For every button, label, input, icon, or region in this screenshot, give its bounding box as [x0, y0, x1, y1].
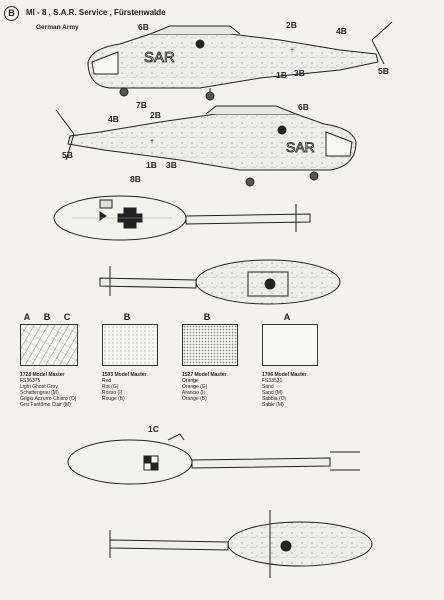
callout-2b: 2B [286, 20, 297, 30]
paint-line: Sable (M) [262, 402, 284, 408]
swatch-sand [262, 324, 318, 366]
callout-5b: 5B [378, 66, 389, 76]
paint-line: FS36375 [20, 378, 41, 384]
paint-heading: 1503 Model Master [102, 372, 147, 378]
swatch-red [102, 324, 158, 366]
top-view-2 [67, 433, 360, 485]
swatch-header-c: C [63, 312, 71, 322]
callout-5b-2: 5B [62, 150, 73, 160]
swatch-header-b-2: B [123, 312, 131, 322]
swatch-orange [182, 324, 238, 366]
callout-1b: 1B [276, 70, 287, 80]
paint-heading: 1706 Model Master [262, 372, 307, 378]
paint-line: Rouge (B) [102, 396, 125, 402]
swatch-header-a: A [23, 312, 31, 322]
swatch-header-a-2: A [283, 312, 291, 322]
callout-3b-2: 3B [166, 160, 177, 170]
paint-line: Sand (M) [262, 390, 283, 396]
paint-legend-4: 1706 Model Master FS33531 Sand Sand (M) … [262, 372, 306, 408]
swatch-camo [20, 324, 78, 366]
paint-line: Red [102, 378, 112, 384]
side-view-left: + [87, 21, 393, 101]
page-title: MI - 8 , S.A.R. Service , Fürstenwalde [26, 8, 166, 17]
swatch-header-b-3: B [203, 312, 211, 322]
paint-line: Orange (B) [182, 396, 207, 402]
paint-line: Grigio Azzurro Chiaro (O) [20, 396, 77, 402]
callout-7b: 7B [136, 100, 147, 110]
paint-line: Orange (G) [182, 384, 208, 390]
sar-marking-2: SAR [286, 139, 315, 155]
paint-line: Sand [262, 384, 274, 390]
sar-marking-1: SAR [144, 49, 175, 66]
paint-line: Light Ghost Grey [20, 384, 58, 390]
bottom-view [99, 259, 341, 305]
callout-1c: 1C [148, 424, 159, 434]
callout-6b-2: 6B [298, 102, 309, 112]
svg-text:+: + [150, 138, 154, 145]
callout-3b: 3B [294, 68, 305, 78]
paint-heading: 1527 Model Master [182, 372, 227, 378]
paint-line: Orange [182, 378, 199, 384]
paint-line: Arancio (I) [182, 390, 206, 396]
section-badge: B [4, 6, 19, 21]
top-view [53, 195, 311, 241]
callout-1b-2: 1B [146, 160, 157, 170]
paint-legend-3: 1527 Model Master Orange Orange (G) Aran… [182, 372, 226, 402]
callout-6b: 6B [138, 22, 149, 32]
swatch-header-b: B [43, 312, 51, 322]
paint-line: FS33531 [262, 378, 283, 384]
paint-line: Rosso (I) [102, 390, 123, 396]
callout-4b-2: 4B [108, 114, 119, 124]
page-subtitle: German Army [36, 24, 79, 31]
callout-2b-2: 2B [150, 110, 161, 120]
side-view-right: + [55, 105, 357, 187]
callout-8b: 8B [130, 174, 141, 184]
paint-line: Gris Fantôme Clair (M) [20, 402, 71, 408]
bottom-view-2 [109, 510, 373, 578]
paint-line: Schattengrau (M) [20, 390, 59, 396]
callout-4b: 4B [336, 26, 347, 36]
paint-legend-1: 1728 Model Master FS36375 Light Ghost Gr… [20, 372, 76, 408]
paint-legend-2: 1503 Model Master Red Rot (G) Rosso (I) … [102, 372, 146, 402]
paint-line: Sabbia (O) [262, 396, 287, 402]
paint-heading: 1728 Model Master [20, 372, 65, 378]
svg-text:+: + [290, 47, 294, 54]
paint-line: Rot (G) [102, 384, 119, 390]
